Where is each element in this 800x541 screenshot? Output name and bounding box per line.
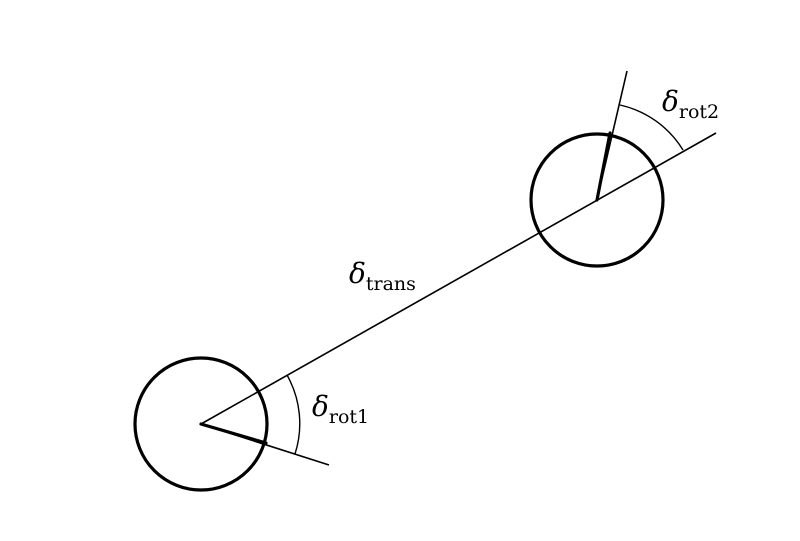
rot1-angle-arc [286, 374, 301, 455]
delta-trans-label: δtrans [349, 257, 416, 295]
end-robot-circle [529, 132, 665, 268]
translation-line [200, 132, 717, 425]
end-robot-heading [595, 131, 612, 202]
delta-rot2-label: δrot2 [662, 85, 719, 123]
rot2-angle-arc [619, 104, 684, 151]
start-robot-circle [133, 356, 269, 492]
start-robot-heading [199, 422, 268, 445]
delta-rot1-label: δrot1 [312, 390, 369, 428]
